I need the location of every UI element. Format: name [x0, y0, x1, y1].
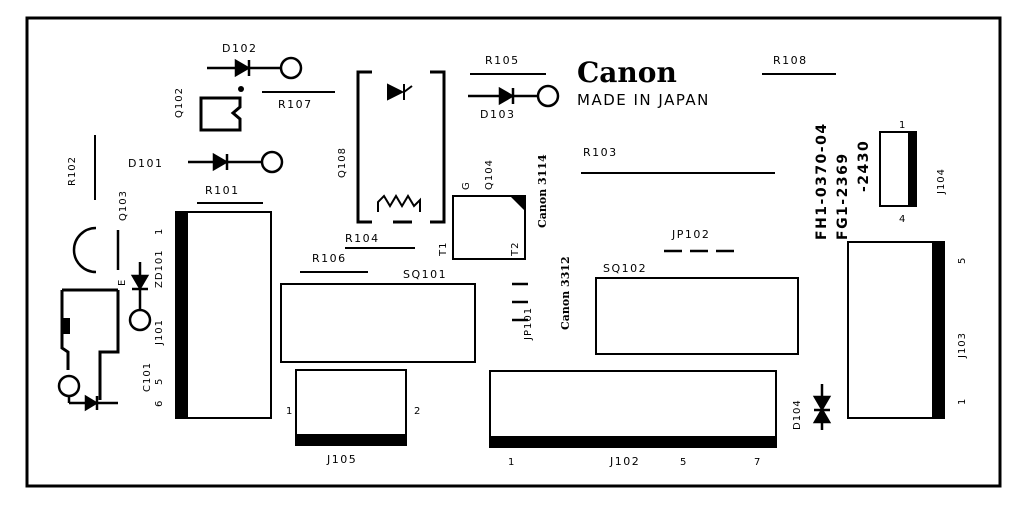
- zd101-pad: [128, 308, 152, 332]
- j104-pin1-label: 1: [899, 120, 906, 131]
- j103-pin5-label: 5: [957, 257, 968, 264]
- j105-pin-strip: [296, 434, 406, 445]
- q108-symbol: [387, 83, 413, 101]
- q103-transistor: [72, 226, 120, 274]
- jp101-jumper: [512, 282, 528, 322]
- part-number-fh1: FH1-0370-04: [814, 122, 830, 240]
- j102-pin-strip: [490, 436, 776, 447]
- e-label: E: [117, 279, 128, 286]
- d104-label: D104: [792, 399, 803, 430]
- q104-label: Q104: [484, 159, 495, 190]
- q104-corner-mark: [510, 196, 525, 211]
- j103-connector: [847, 241, 945, 419]
- j105-label: J105: [326, 453, 357, 466]
- j105-pin1-label: 1: [286, 406, 293, 417]
- d102-label: D102: [222, 42, 257, 55]
- ic-marking-3114: Canon 3114: [536, 154, 549, 228]
- c101-body: [62, 318, 70, 334]
- j102-connector: [489, 370, 777, 448]
- j103-pin1-label: 1: [957, 398, 968, 405]
- q102-dot: [238, 86, 244, 92]
- r106-label: R106: [312, 252, 347, 265]
- j102-pin7-label: 7: [754, 457, 761, 468]
- j101-pin-strip: [176, 212, 188, 418]
- j101-pin1-label: 1: [154, 228, 165, 235]
- j104-label: J104: [936, 168, 947, 195]
- j103-pin-strip: [932, 242, 944, 418]
- d103-label: D103: [480, 108, 515, 121]
- q108-outline: [356, 70, 446, 224]
- d101-pad: [260, 150, 284, 174]
- q108-label: Q108: [337, 147, 348, 178]
- r102-label: R102: [67, 156, 78, 186]
- j101-pin5-label: 5: [154, 378, 165, 385]
- j102-pin5-label: 5: [680, 457, 687, 468]
- r108-label: R108: [773, 54, 808, 67]
- r104-label: R104: [345, 232, 380, 245]
- j104-pin4-label: 4: [899, 214, 906, 225]
- ic-marking-3312: Canon 3312: [559, 256, 572, 330]
- jp101-label: JP101: [523, 307, 534, 341]
- j102-pin1-label: 1: [508, 457, 515, 468]
- d104-diode: [812, 384, 832, 430]
- q102-label: Q102: [174, 87, 185, 118]
- t1-label: T1: [438, 242, 449, 257]
- j103-label: J103: [957, 332, 968, 359]
- d102-pad: [279, 56, 303, 80]
- r101-label: R101: [205, 184, 240, 197]
- c101-label: C101: [142, 362, 153, 392]
- c101-trace: [67, 394, 118, 412]
- r103-label: R103: [583, 146, 618, 159]
- j101-label: J101: [154, 319, 165, 346]
- q108-coil: [377, 194, 421, 212]
- made-in-text: MADE IN JAPAN: [577, 91, 710, 109]
- r107-label: R107: [278, 98, 313, 111]
- j105-pin2-label: 2: [414, 406, 421, 417]
- sq102-outline: [595, 277, 799, 355]
- d103-pad: [536, 84, 560, 108]
- j101-connector: [175, 211, 272, 419]
- t2-label: T2: [510, 242, 521, 257]
- j101-pin6-label: 6: [154, 400, 165, 407]
- j104-pin-strip: [908, 132, 916, 206]
- d101-diode: [188, 152, 262, 172]
- q104-package: [452, 195, 526, 260]
- zd101-label: ZD101: [154, 249, 165, 288]
- q102-transistor: [199, 96, 242, 132]
- part-number-fg1: FG1-2369: [835, 152, 851, 240]
- zd101-zener: [130, 262, 150, 312]
- d103-diode: [468, 86, 538, 106]
- j105-connector: [295, 369, 407, 446]
- part-number-2430: -2430: [856, 140, 872, 192]
- sq101-outline: [280, 283, 476, 363]
- q103-label: Q103: [118, 190, 129, 221]
- d102-diode: [207, 58, 282, 78]
- r105-label: R105: [485, 54, 520, 67]
- sq102-label: SQ102: [603, 262, 647, 275]
- jp102-label: JP102: [671, 228, 710, 241]
- sq101-label: SQ101: [403, 268, 447, 281]
- brand-logo: Canon: [577, 56, 677, 89]
- j102-label: J102: [609, 455, 640, 468]
- c101-pad: [57, 374, 81, 398]
- d101-label: D101: [128, 157, 163, 170]
- q104-g-label: G: [461, 181, 472, 190]
